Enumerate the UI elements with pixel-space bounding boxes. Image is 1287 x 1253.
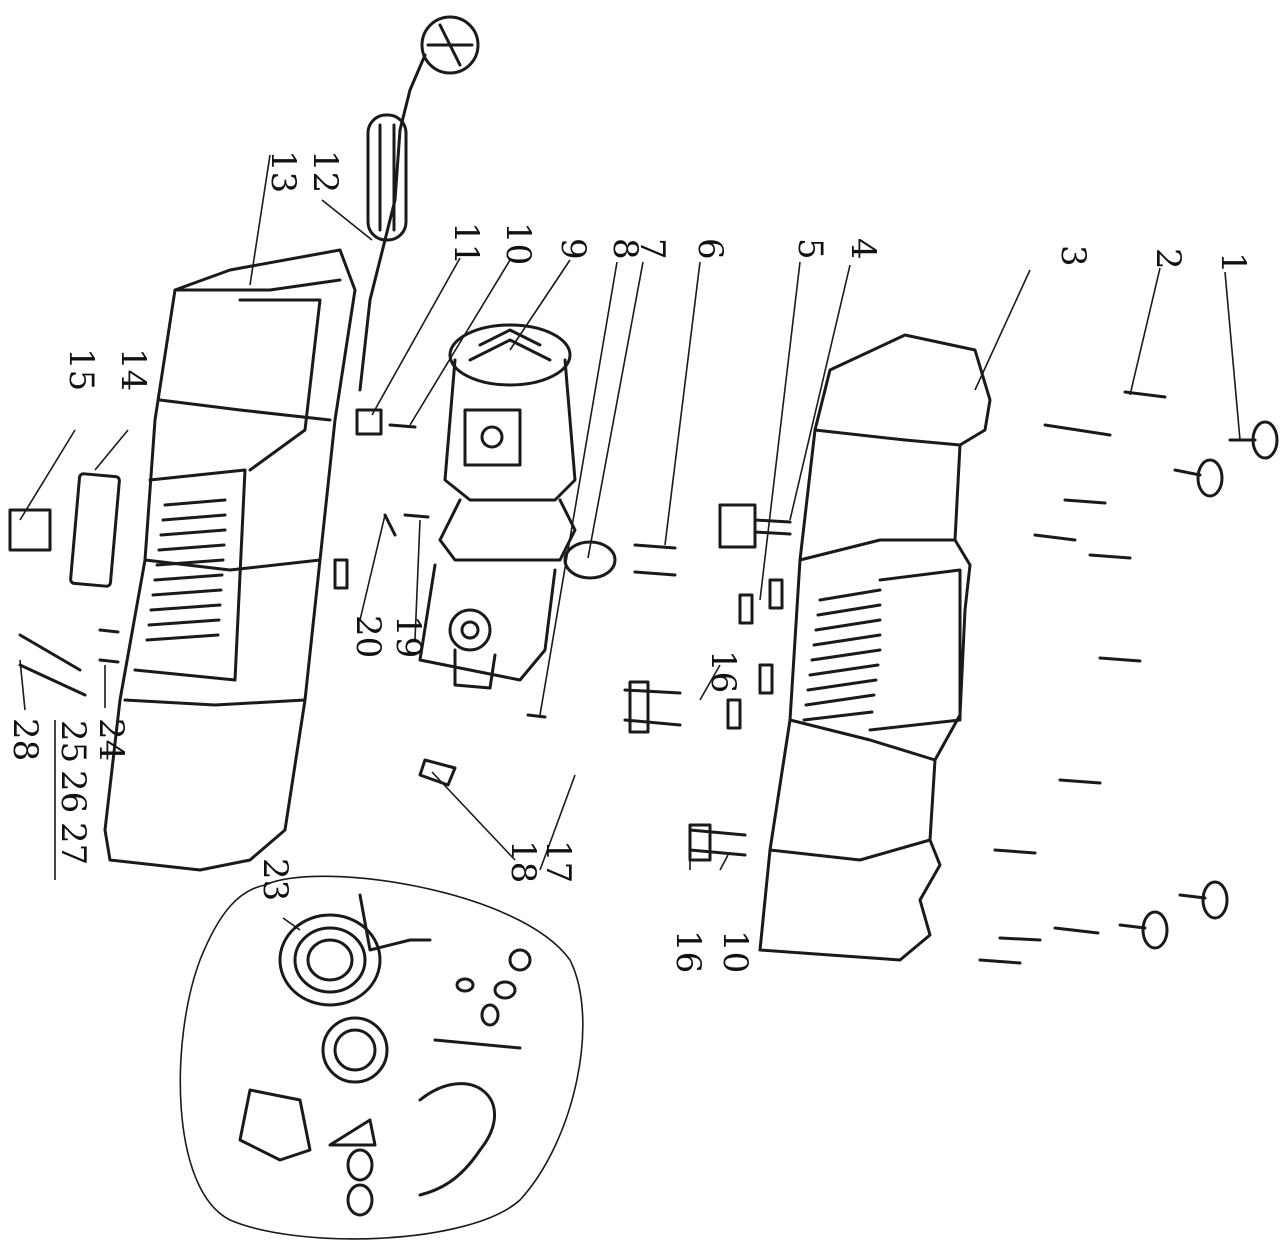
callout-16: 16	[703, 650, 743, 694]
vent-slots-left	[145, 498, 227, 642]
power-cord	[358, 15, 480, 392]
callout-23: 23	[255, 858, 295, 902]
callout-13: 13	[263, 150, 303, 194]
callout-2: 2	[1148, 248, 1188, 270]
callout-28: 28	[5, 718, 45, 762]
callout-15: 15	[61, 348, 101, 392]
vent-slots-right	[802, 588, 882, 722]
callout-4: 4	[843, 238, 883, 260]
callout-17: 17	[538, 840, 578, 884]
callout-3: 3	[1053, 245, 1093, 267]
right-housing	[758, 333, 992, 962]
callout-5: 5	[790, 238, 830, 260]
callout-1: 1	[1213, 252, 1253, 274]
callout-10: 10	[498, 222, 538, 266]
callout-11: 11	[446, 222, 486, 266]
callout-12: 12	[305, 150, 345, 194]
callout-25: 25	[53, 720, 93, 764]
callout-6: 6	[690, 238, 730, 260]
callout-8: 8	[605, 238, 645, 260]
callout-16b: 16	[668, 930, 708, 974]
callout-9: 9	[553, 238, 593, 260]
accessory-kit	[179, 875, 584, 1240]
callout-14: 14	[113, 348, 153, 392]
callout-24: 24	[91, 718, 131, 762]
callout-20: 20	[348, 615, 388, 659]
left-housing	[103, 248, 357, 872]
small-parts	[8, 390, 1279, 965]
callout-27: 27	[53, 822, 93, 866]
leader-lines	[19, 154, 1241, 931]
callout-18: 18	[503, 840, 543, 884]
callout-26: 26	[53, 770, 93, 814]
motor-pump-assembly	[418, 323, 577, 690]
callout-19: 19	[388, 615, 428, 659]
callout-10b: 10	[715, 930, 755, 974]
